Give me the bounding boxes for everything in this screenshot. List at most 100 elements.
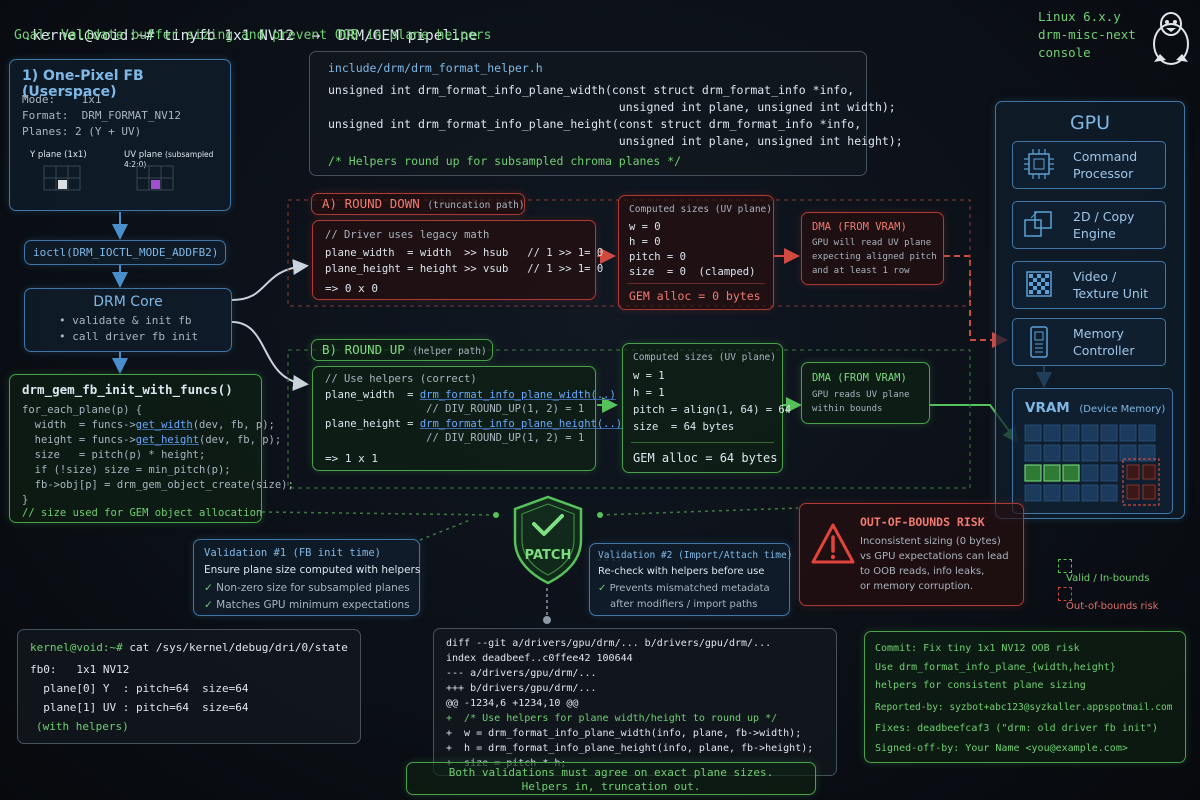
validation-1-box: Validation #1 (FB init time) Ensure plan… [193,539,420,616]
ru-width-prefix: plane_width = [325,389,420,401]
state-line-fb0: fb0: 1x1 NV12 [30,663,130,676]
oob-text-0: Inconsistent sizing (0 bytes) [860,536,1001,547]
vram-label: VRAM [1025,400,1070,416]
ru-dma-title: DMA (FROM VRAM) [812,372,907,384]
header-goal: Goal: Validate buffer sizing and prevent… [14,28,492,43]
ru-dma-text-1: within bounds [812,404,883,414]
uv-plane-name: UV plane [124,150,163,160]
copy-engine-label: 2D / Copy Engine [1073,209,1135,241]
get-width-args: (dev, fb, p); [192,419,275,431]
validation-1-item-0-text: Non-zero size for subsampled planes [216,582,410,594]
rd-code-0: // Driver uses legacy math [325,229,490,241]
diff-line-4: @@ -1234,6 +1234,10 @@ [446,698,579,709]
gem-code-line-5: fb->obj[p] = drm_gem_object_create(size)… [22,479,294,491]
validation-2-item-0: ✓ Prevents mismatched metadata [598,581,770,597]
gem-fb-init-box: drm_gem_fb_init_with_funcs() for_each_pl… [9,374,294,523]
footer-line-0: Both validations must agree on exact pla… [448,766,774,779]
validation-2-title: Validation #2 (Import/Attach time) [598,550,793,561]
rd-gem-alloc: GEM alloc = 0 bytes [629,289,761,303]
vram-note: (Device Memory) [1079,404,1166,415]
legend-oob-swatch [1058,587,1073,601]
fb-format: Format: DRM_FORMAT_NV12 [22,109,181,122]
copy-icon [1024,211,1052,237]
gem-code-line-4: if (!size) size = min_pitch(p); [22,464,231,476]
rd-code-1: plane_width = width >> hsub // 1 >> 1= 0 [325,247,604,259]
fb-mode: Mode: 1x1 [22,93,102,106]
oob-text-1: vs GPU expectations can lead [860,551,1009,562]
rd-code-2: plane_height = height >> vsub // 1 >> 1=… [325,263,604,275]
get-width-fn: get_width [135,419,193,431]
warning-triangle-icon [811,523,855,564]
vram-memory-grid [1024,424,1160,506]
validation-1-item-1-text: Matches GPU minimum expectations [216,599,410,611]
command-processor-label: Command Processor [1073,149,1138,181]
header-command: .kernel@void:~# tinyfb 1x1 NV12 → DRM/GE… [6,6,477,46]
rd-computed-pitch: pitch = 0 [629,251,686,263]
texture-unit-label: Video / Texture Unit [1073,269,1149,301]
gem-code-line-0: for_each_plane(p) { [22,404,143,416]
round-up-label-text: B) ROUND UP (helper path) [322,342,487,360]
header-code-line-0: unsigned int drm_format_info_plane_width… [328,83,855,97]
ru-computed-h: h = 1 [633,387,665,399]
round-down-note: (truncation path) [427,200,525,211]
ru-code-result: => 1 x 1 [325,452,378,465]
drm-core-item-validate: • validate & init fb [59,314,192,327]
commit-line-fixes: Fixes: deadbeefcaf3 ("drm: old driver fb… [875,723,1158,734]
diff-line-5: + /* Use helpers for plane width/height … [446,713,778,724]
gem-code-line-6: } [22,494,29,506]
header-code-line-1: unsigned int plane, unsigned int width); [328,100,896,114]
gpu-texture-unit: Video / Texture Unit [1012,261,1166,309]
rd-dma-text-2: and at least 1 row [812,266,910,276]
sys-line-kernel: Linux 6.x.y [1038,9,1121,24]
footer-banner: Both validations must agree on exact pla… [406,762,816,795]
diff-line-2: --- a/drivers/gpu/drm/... [446,668,597,679]
uv-plane-note: (subsampled 4:2:0) [124,150,214,169]
oob-text-2: to OOB reads, info leaks, [860,566,985,577]
header-title: tinyfb 1x1 NV12 → DRM/GEM pipeline [163,28,478,44]
ru-code-width: plane_width = drm_format_info_plane_widt… [325,388,616,402]
round-up-code-box: // Use helpers (correct) plane_width = d… [312,366,622,471]
fb-planes: Planes: 2 (Y + UV) [22,125,142,138]
gpu-title: GPU [1069,112,1111,134]
texture-grid-icon [1026,271,1052,297]
rd-dma-text-1: expecting aligned pitch [812,252,937,262]
gem-height-prefix: height = funcs-> [22,434,136,446]
header-code-comment: /* Helpers round up for subsampled chrom… [328,154,682,168]
commit-message-box: Commit: Fix tiny 1x1 NV12 OOB risk Use d… [864,631,1186,763]
validation-1-item-0: ✓ Non-zero size for subsampled planes [204,580,410,596]
state-note: (with helpers) [36,720,129,733]
ru-width-fn: drm_format_info_plane_width(..) [419,389,616,401]
validation-2-item-0-text: Prevents mismatched metadata [609,583,770,594]
ru-gem-alloc: GEM alloc = 64 bytes [633,451,778,465]
prompt: kernel@void:~# [32,28,155,44]
drm-core-title: DRM Core [93,294,163,310]
uv-plane-grid-icon [136,165,174,191]
chip-icon [1024,149,1054,179]
prompt-dot: . [23,28,33,44]
rd-dma-text-0: GPU will read UV plane [812,238,932,248]
round-up-title: B) ROUND UP [322,342,405,357]
legend-valid-swatch [1058,559,1073,573]
header-code-line-3: unsigned int plane, unsigned int height)… [328,134,903,148]
y-plane-grid-icon [43,165,81,191]
legend-valid-label: Valid / In-bounds [1066,573,1150,584]
round-down-dma-box: DMA (FROM VRAM) GPU will read UV plane e… [801,212,944,285]
ru-code-height: plane_height = drm_format_info_plane_hei… [325,417,622,431]
checkmark-icon: ✓ [204,582,217,594]
header-file-path: include/drm/drm_format_helper.h [328,61,543,75]
get-height-fn: get_height [135,434,200,446]
validation-1-title: Validation #1 (FB init time) [204,547,382,559]
one-pixel-fb-panel: 1) One-Pixel FB (Userspace) Mode: 1x1 Fo… [9,59,231,211]
diff-line-0: diff --git a/drivers/gpu/drm/... b/drive… [446,638,772,649]
state-line-plane0: plane[0] Y : pitch=64 size=64 [30,682,249,695]
oob-title: OUT-OF-BOUNDS RISK [860,515,985,529]
commit-line-1: Use drm_format_info_plane_{width,height} [875,662,1116,673]
round-down-computed-box: Computed sizes (UV plane) w = 0 h = 0 pi… [618,195,774,310]
ru-dma-text-0: GPU reads UV plane [812,390,910,400]
rd-dma-title: DMA (FROM VRAM) [812,221,907,233]
oob-text-3: or memory corruption. [860,581,974,592]
round-up-label: B) ROUND UP (helper path) [311,339,493,361]
checkmark-icon: ✓ [204,599,217,611]
validation-2-item-1: after modifiers / import paths [610,599,758,610]
diff-line-1: index deadbeef..c0ffee42 100644 [446,653,633,664]
